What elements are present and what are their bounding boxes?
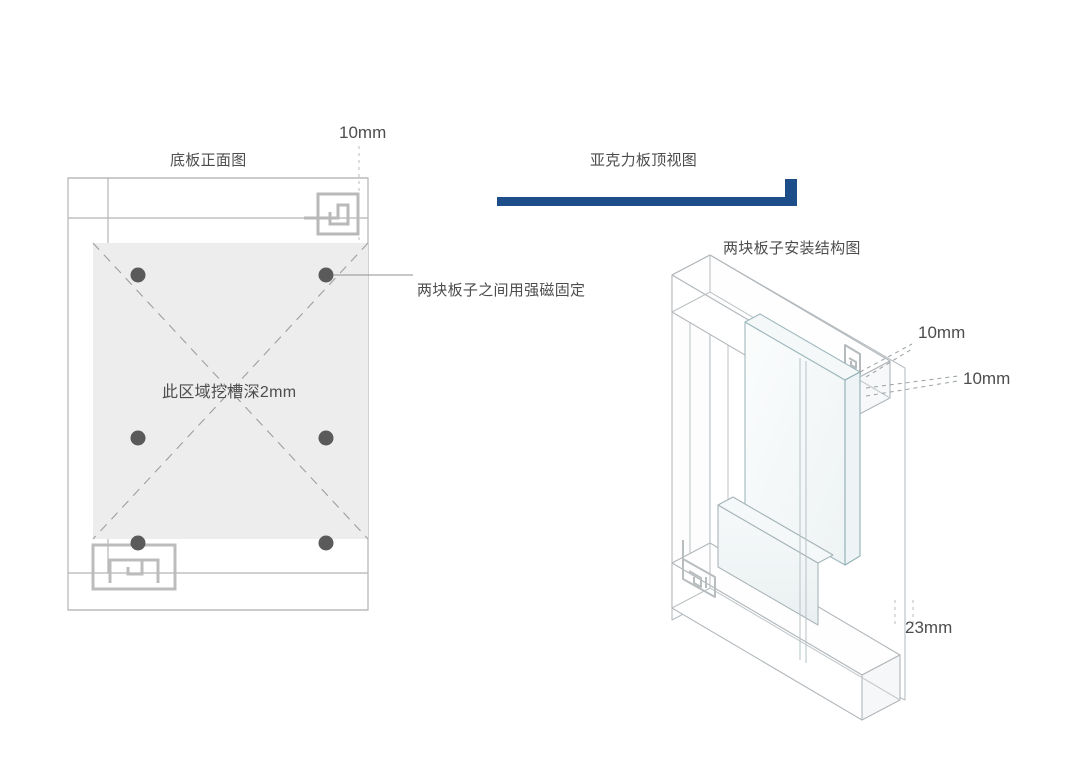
top-view-group: [497, 179, 797, 206]
magnet-dot: [130, 430, 146, 446]
assembly-vertical-guides: [799, 358, 807, 663]
magnet-dot: [130, 535, 146, 551]
acrylic-l-profile: [497, 179, 797, 206]
bottom-rail-front-face: [671, 562, 863, 721]
recess-diagonals: [92, 242, 369, 540]
front-view-dimension-10mm: 10mm: [339, 123, 387, 142]
greek-key-icon-base: [682, 540, 716, 598]
acrylic-panel-right-edge: [844, 371, 861, 566]
acrylic-panel-lower-top-edge: [717, 496, 834, 564]
magnet-dot: [130, 267, 146, 283]
assembly-view-title: 两块板子安装结构图: [723, 240, 861, 257]
magnet-dot: [318, 267, 334, 283]
assembly-dimension-thickness: 10mm: [918, 323, 966, 342]
front-view-title: 底板正面图: [170, 152, 247, 169]
assembly-dimension-offset: 10mm: [963, 369, 1011, 388]
front-view-group: [67, 146, 413, 611]
magnet-dot: [318, 535, 334, 551]
assembly-view-group: [671, 254, 959, 721]
greek-key-icon-top-right: [304, 192, 360, 236]
bottom-rail-inner-edge: [709, 587, 901, 701]
magnet-note: 两块板子之间用强磁固定: [417, 282, 586, 299]
magnet-dots-group: [130, 267, 334, 551]
recess-note: 此区域挖槽深2mm: [162, 384, 297, 401]
assembly-dimension-depth: 23mm: [905, 618, 953, 637]
top-view-title: 亚克力板顶视图: [590, 152, 698, 169]
dimension-leaders-assembly: [859, 343, 959, 397]
magnet-dot: [318, 430, 334, 446]
